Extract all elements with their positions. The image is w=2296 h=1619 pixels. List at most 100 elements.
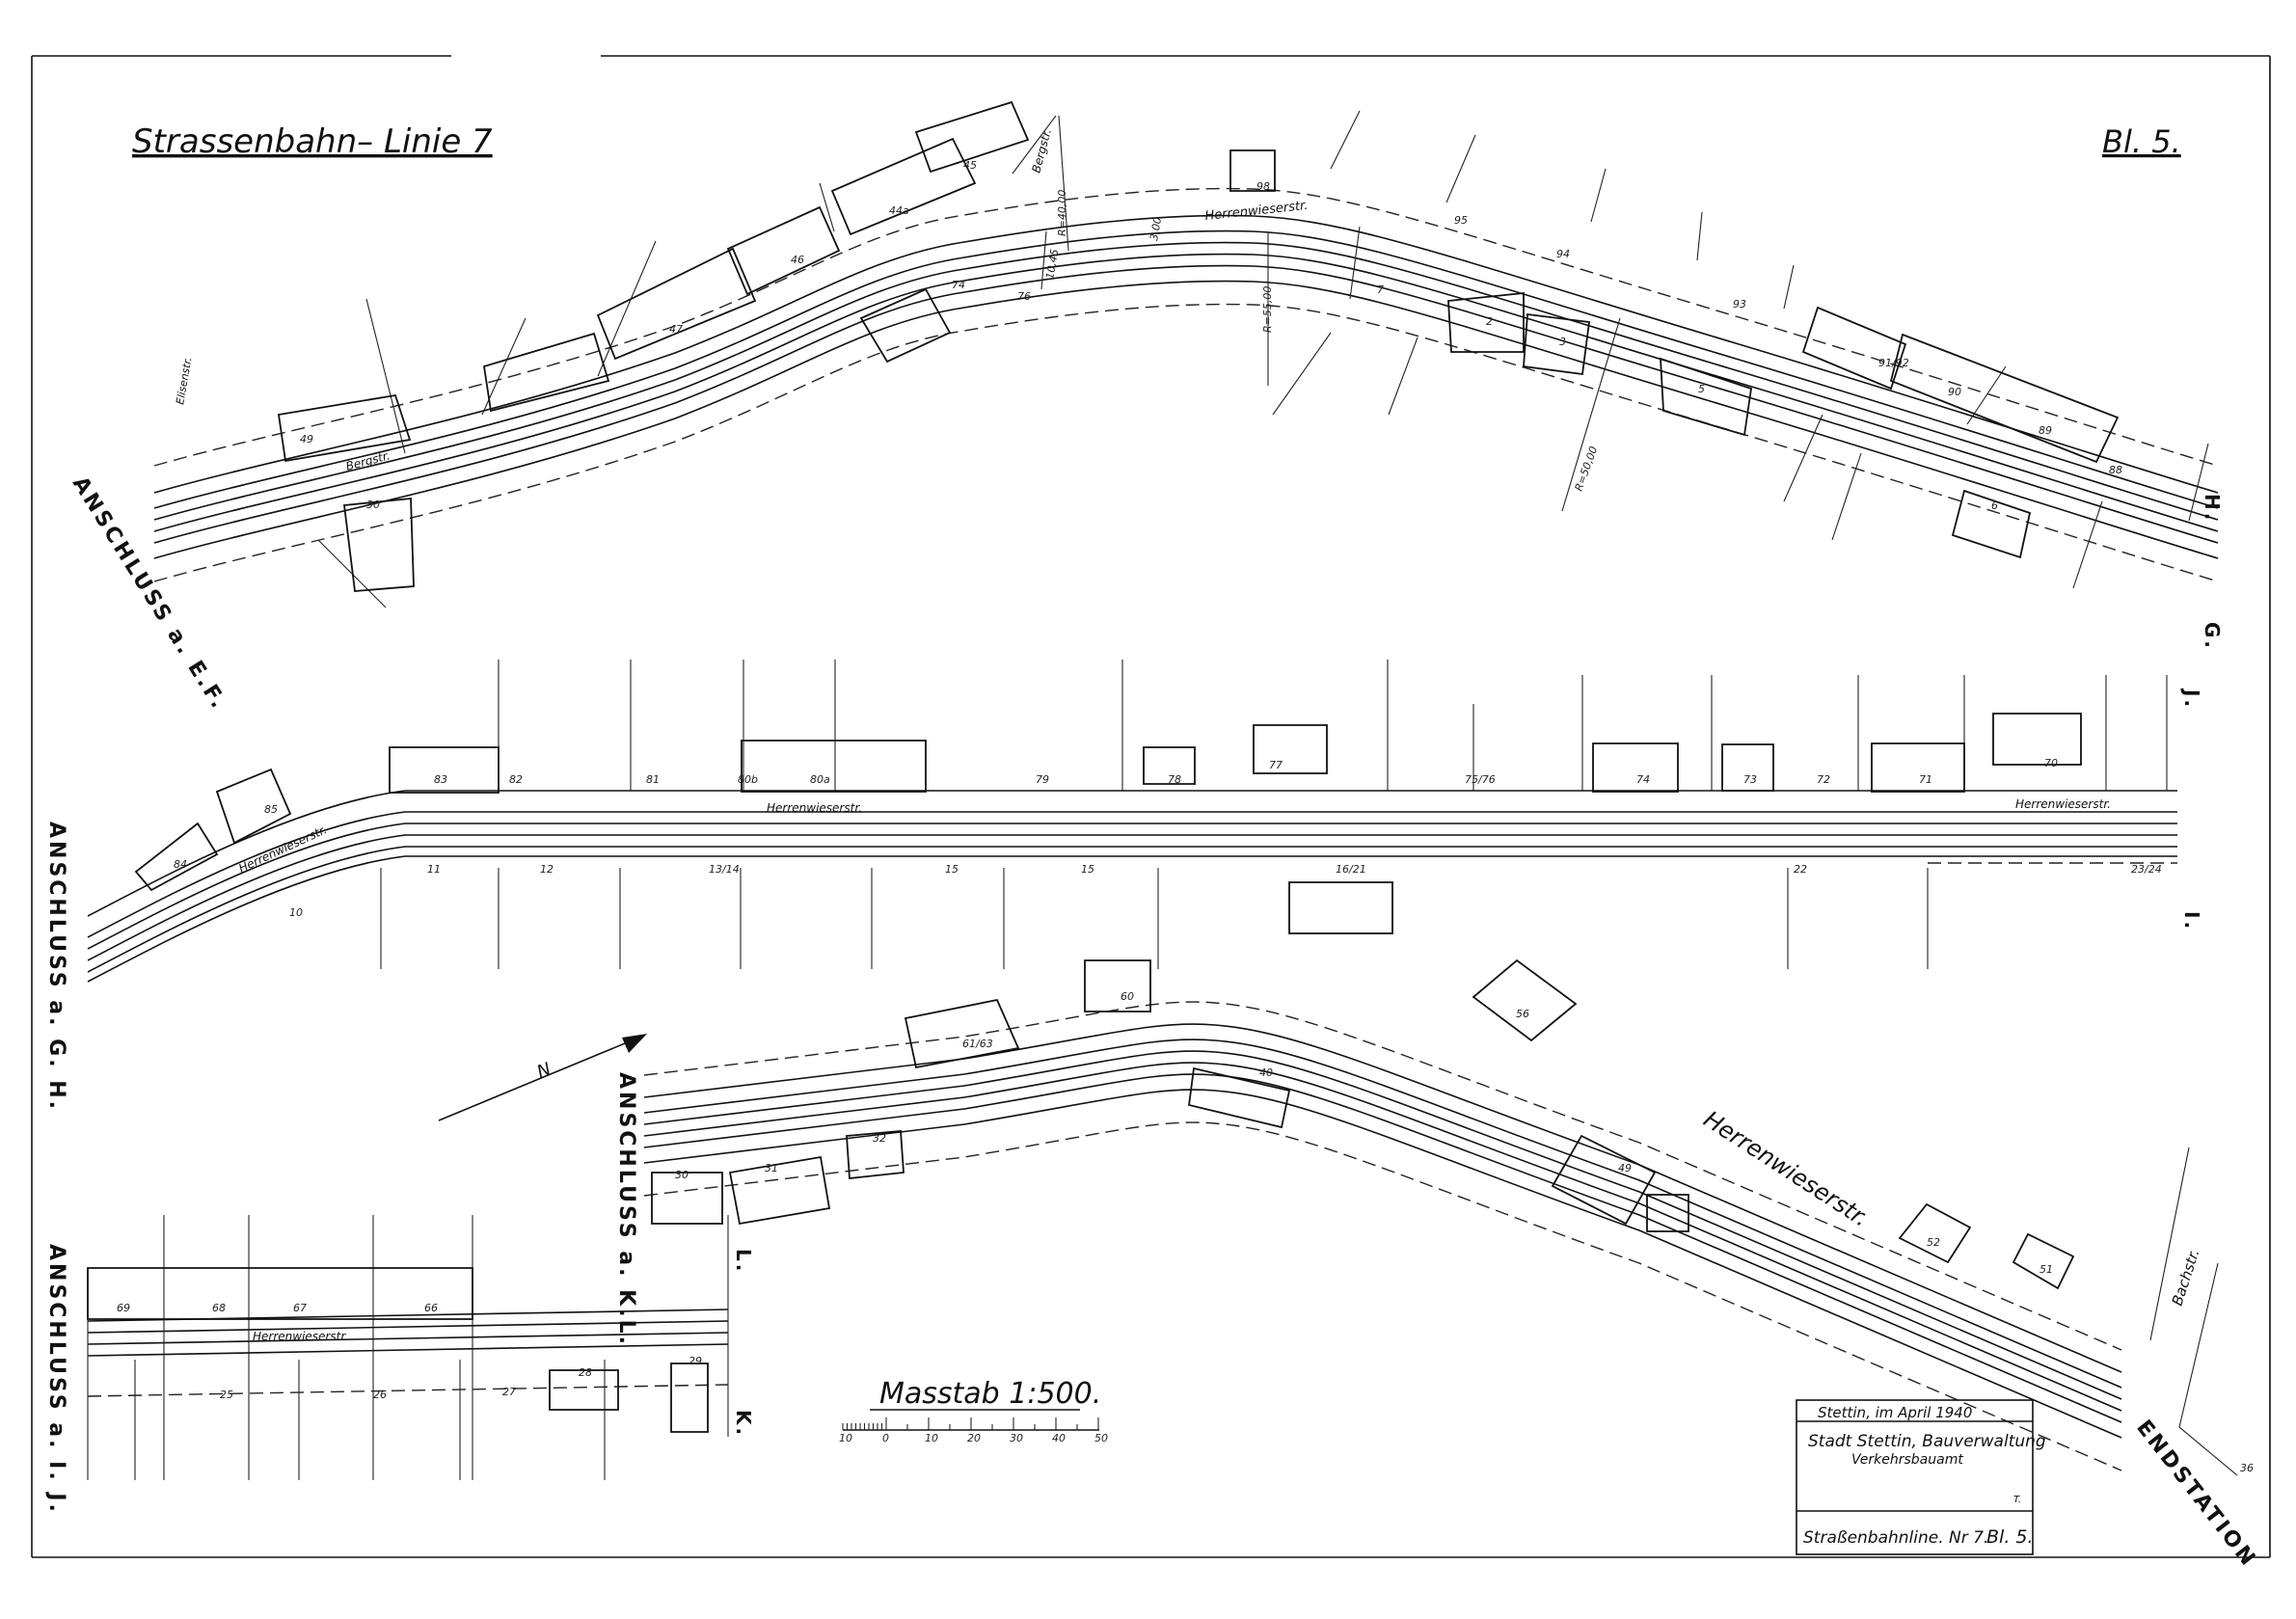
building: [215, 768, 292, 845]
parcel-number: 30: [675, 1169, 689, 1181]
scale-tick-label: 10: [925, 1432, 938, 1444]
road-line: [643, 1039, 2122, 1389]
building: [1889, 333, 2120, 464]
building: [1871, 742, 1965, 793]
building: [1992, 713, 2082, 766]
parcel-number: 40: [1259, 1066, 1273, 1079]
street-label: Bergstr.: [344, 448, 392, 473]
parcel-number: 73: [1743, 773, 1757, 786]
parcel-number: 61/63: [962, 1038, 993, 1050]
road-line: [153, 280, 2219, 559]
street-label: Herrenwieserstr.: [1699, 1106, 1874, 1232]
parcel-number: 77: [1269, 759, 1283, 771]
parcel-number: 71: [1919, 773, 1932, 786]
building: [1646, 1194, 1689, 1232]
parcel-number: 11: [427, 863, 441, 876]
building: [726, 205, 841, 296]
building: [1898, 1202, 1972, 1264]
parcel-number: 85: [264, 803, 278, 816]
match-letter-i: I.: [2180, 911, 2203, 931]
building: [87, 1267, 473, 1320]
building: [1188, 1066, 1291, 1129]
parcel-number: 76: [1017, 290, 1031, 303]
building: [549, 1369, 619, 1411]
building: [134, 822, 219, 892]
match-letter-h: H.: [2201, 494, 2224, 523]
scale-tick-label: 0: [882, 1432, 889, 1444]
parcel-number: 75/76: [1465, 773, 1496, 786]
parcel-number: 72: [1817, 773, 1830, 786]
parcel-numbers: 4930474644a459895949391/9290898872356747…: [117, 159, 2254, 1474]
street-label: Bachstr.: [2169, 1247, 2203, 1308]
road-line: [153, 214, 2219, 494]
title-block: Stettin, im April 1940 Stadt Stettin, Ba…: [1796, 1399, 2046, 1555]
parcel-number: 74: [952, 279, 965, 291]
road-line: [87, 790, 2178, 917]
parcel-number: 49: [300, 433, 313, 445]
building: [904, 998, 1020, 1069]
street-label: Herrenwieserstr.: [767, 801, 862, 815]
parcel-number: 91/92: [1878, 357, 1909, 369]
title-initial: T.: [2013, 1495, 2021, 1505]
parcel-number: 12: [540, 863, 554, 876]
match-letter-l: L.: [732, 1249, 755, 1274]
parcel-number: 29: [689, 1355, 702, 1367]
parcel-number: 88: [2109, 464, 2122, 476]
connection-label-ij: ANSCHLUSS a. I. J.: [44, 1244, 68, 1515]
width-label: 3,00: [1148, 216, 1164, 241]
parcel-number: 16/21: [1336, 863, 1366, 876]
parcel-number: 80a: [810, 773, 830, 786]
radius-label: R=50,00: [1573, 445, 1601, 493]
road-line: [153, 264, 2219, 544]
title-authority: Stadt Stettin, Bauverwaltung: [1808, 1432, 2046, 1451]
parcel-number: 28: [579, 1366, 592, 1379]
parcel-number: 2: [1486, 315, 1493, 328]
road-line: [643, 1023, 2122, 1373]
scale-tick-label: 50: [1094, 1432, 1108, 1444]
parcel-number: 68: [212, 1302, 226, 1314]
road-line: [153, 241, 2219, 521]
parcel-number: 52: [1927, 1236, 1940, 1249]
parcel-number: 78: [1168, 773, 1181, 786]
parcel-number: 23/24: [2131, 863, 2162, 876]
parcel-number: 95: [1454, 214, 1468, 227]
parcel-number: 10: [289, 906, 303, 919]
building: [846, 1130, 905, 1179]
match-letter-k: K.: [732, 1410, 755, 1438]
building: [651, 1172, 723, 1225]
building: [1472, 958, 1578, 1042]
road-line: [153, 253, 2219, 532]
building: [342, 498, 415, 592]
title-department: Verkehrsbauamt: [1851, 1452, 1963, 1468]
match-letter-j: J.: [2180, 688, 2203, 710]
title-drawing-name: Straßenbahnline. Nr 7.: [1803, 1528, 1988, 1548]
building: [389, 746, 500, 794]
street-label: Elisenstr.: [174, 356, 194, 405]
scale-title: Masstab 1:500.: [879, 1377, 1101, 1411]
scale-tick-label: 20: [967, 1432, 981, 1444]
connection-label-kl: ANSCHLUSS a. K.L.: [614, 1072, 638, 1347]
street-label: Bergstr.: [1029, 127, 1054, 175]
building: [1447, 292, 1525, 353]
parcel-number: 30: [366, 499, 380, 511]
parcel-number: 6: [1991, 499, 1998, 512]
parcel-number: 74: [1636, 773, 1650, 786]
parcel-number: 70: [2044, 757, 2058, 769]
buildings: [87, 100, 2120, 1433]
building: [1288, 881, 1393, 934]
road-line: [643, 1089, 2122, 1439]
building: [1721, 743, 1774, 792]
connection-label-gh: ANSCHLUSS a. G. H.: [44, 822, 68, 1112]
building: [1523, 312, 1591, 376]
scale-tick-label: 10: [839, 1432, 852, 1444]
parcel-number: 49: [1618, 1162, 1632, 1174]
parcel-number: 60: [1121, 990, 1134, 1003]
connection-label-ef: ANSCHLUSS a. E.F.: [68, 472, 231, 715]
parcel-number: 27: [502, 1386, 516, 1398]
road-line: [643, 1073, 2122, 1423]
property-dashes: [87, 187, 2219, 1471]
parcel-number: 66: [424, 1302, 438, 1314]
parcel-number: 45: [963, 159, 977, 172]
match-letter-g: G.: [2201, 622, 2224, 651]
